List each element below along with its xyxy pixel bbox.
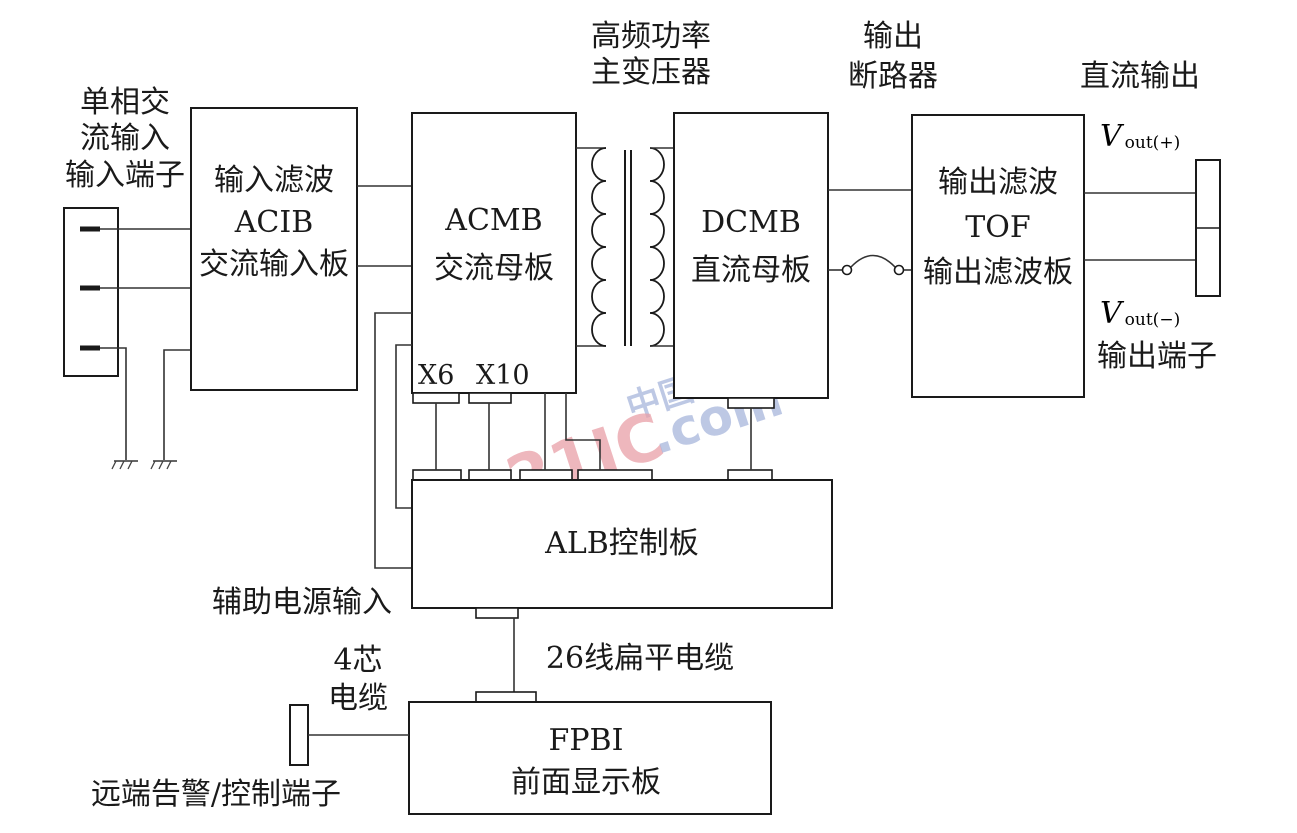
aux-power-label: 辅助电源输入 (212, 585, 392, 620)
fpbi-board (408, 701, 772, 815)
connector-alb-ribbon (475, 607, 519, 619)
alb-label: ALB控制板 (544, 526, 699, 561)
breaker-label-2: 断路器 (848, 59, 938, 94)
connector-dcmb (727, 397, 775, 409)
acib-label-2: ACIB (234, 205, 314, 240)
board-connectors (412, 392, 775, 481)
acmb-label-2: 交流母板 (434, 251, 554, 286)
dcmb-label-1: DCMB (701, 205, 801, 240)
output-breaker-icon (828, 254, 912, 276)
acib-label-1: 输入滤波 (214, 163, 334, 198)
dc-output-label: 直流输出 (1080, 59, 1200, 94)
connector-x6 (412, 392, 460, 404)
wire-aux-power-1 (374, 312, 412, 569)
transformer-label-2: 主变压器 (591, 55, 711, 90)
connector-x10-label: X10 (476, 360, 530, 391)
connector-x10 (468, 392, 512, 404)
dcmb-label-2: 直流母板 (691, 253, 811, 288)
remote-terminal-label: 远端告警/控制端子 (91, 777, 341, 812)
dc-output-terminal (1195, 159, 1221, 297)
four-core-label-2: 电缆 (328, 681, 388, 716)
tof-board (911, 114, 1085, 398)
tof-label-3: 输出滤波板 (923, 255, 1073, 290)
ac-input-label-1: 单相交 (80, 85, 170, 120)
tof-label-1: 输出滤波 (938, 165, 1058, 200)
wire-pe-ground-1 (100, 347, 127, 460)
acmb-board (411, 112, 577, 394)
fpbi-label-2: 前面显示板 (511, 765, 661, 800)
acmb-label-1: ACMB (444, 203, 542, 238)
alb-board (411, 479, 833, 609)
connector-fpbi-ribbon (475, 691, 537, 703)
output-terminal-label: 输出端子 (1097, 339, 1217, 374)
ac-input-terminal-block (63, 207, 119, 377)
transformer-label-1: 高频功率 (591, 19, 711, 54)
breaker-label-1: 输出 (863, 19, 923, 54)
wire-aux-power-2 (395, 344, 412, 509)
input-terminal-box (63, 207, 119, 377)
wire-pe-ground-2 (163, 349, 191, 460)
transformer-icon (576, 147, 674, 347)
ground-icon (150, 460, 177, 470)
tof-label-2: TOF (965, 210, 1030, 245)
connector-x6-label: X6 (418, 360, 454, 391)
acib-board (190, 107, 358, 391)
ground-icon (111, 460, 138, 470)
ac-input-label-3: 输入端子 (65, 158, 185, 193)
acib-label-3: 交流输入板 (199, 247, 349, 282)
ac-input-label-2: 流输入 (80, 121, 170, 156)
four-core-label-1: 4芯 (333, 643, 382, 678)
ribbon-cable-label: 26线扁平电缆 (546, 641, 734, 676)
remote-terminal-block (289, 704, 309, 766)
fpbi-label-1: FPBI (549, 723, 624, 758)
